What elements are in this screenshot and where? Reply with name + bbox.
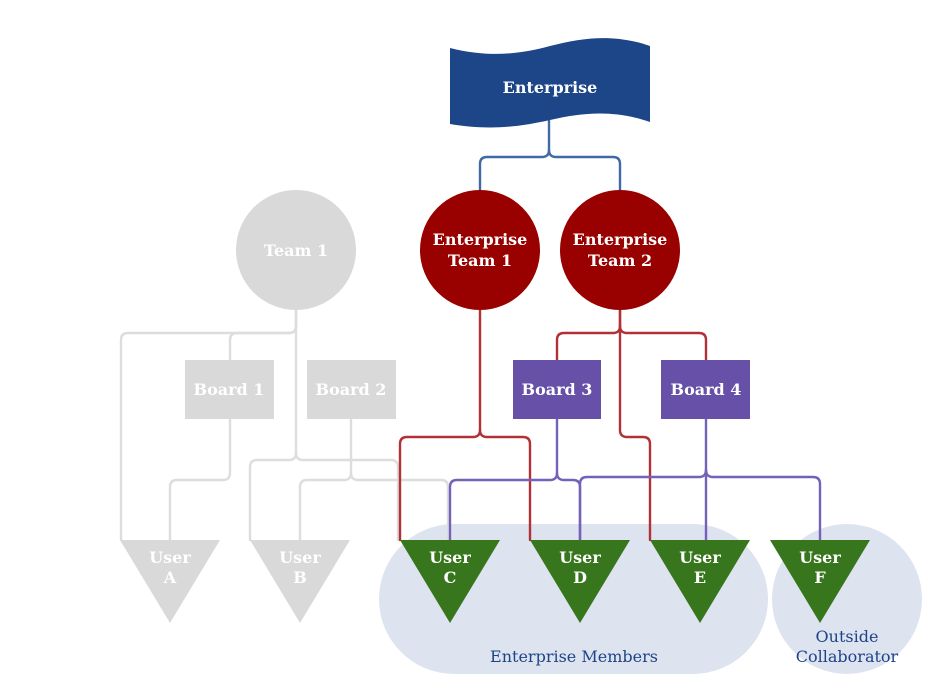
user-b-node[interactable]: User B <box>250 540 350 623</box>
enterprise-members-label: Enterprise Members <box>490 647 658 666</box>
edge-team1-user-c <box>294 451 400 542</box>
enterprise-node[interactable]: Enterprise <box>450 38 650 128</box>
user-d-label-line1: User <box>559 548 601 567</box>
edge-ent-team1-user-c <box>398 308 482 542</box>
edge-board2-user-c <box>349 471 450 542</box>
edge-enterprise-team1 <box>478 118 551 197</box>
outside-collaborator-label-line2: Collaborator <box>796 647 899 666</box>
board4-rect <box>661 360 750 419</box>
user-a-triangle <box>120 540 220 623</box>
user-b-label-line2: B <box>293 568 307 587</box>
edge-team1-user-b <box>248 308 298 542</box>
user-d-triangle <box>530 540 630 623</box>
team1-node[interactable]: Team 1 <box>236 190 356 310</box>
user-c-label-line2: C <box>444 568 457 587</box>
team1-circle <box>236 190 356 310</box>
inactive-edges <box>119 308 450 542</box>
enterprise-team2-label-line2: Team 2 <box>588 251 652 270</box>
enterprise-label: Enterprise <box>503 78 598 97</box>
edge-ent-team2-board4 <box>618 324 708 362</box>
user-e-node[interactable]: User E <box>650 540 750 623</box>
edge-board2-user-b <box>298 417 353 542</box>
user-a-label-line1: User <box>149 548 191 567</box>
user-d-node[interactable]: User D <box>530 540 630 623</box>
user-a-label-line2: A <box>163 568 177 587</box>
board3-label: Board 3 <box>522 380 593 399</box>
enterprise-banner-shape <box>450 38 650 128</box>
user-c-label-line1: User <box>429 548 471 567</box>
board4-node[interactable]: Board 4 <box>661 360 750 419</box>
edge-board1-user-a <box>168 417 232 542</box>
edge-board4-user-f <box>704 468 822 542</box>
edge-enterprise-team2 <box>547 148 622 197</box>
edge-ent-team2-user-e <box>618 308 652 542</box>
board1-label: Board 1 <box>194 380 265 399</box>
edge-ent-team2-board3 <box>555 308 622 362</box>
board2-rect <box>307 360 396 419</box>
enterprise-team2-circle <box>560 190 680 310</box>
enterprise-team1-circle <box>420 190 540 310</box>
user-e-label-line2: E <box>694 568 706 587</box>
edge-team1-user-a <box>119 308 298 542</box>
outside-collaborator-label-line1: Outside <box>816 627 879 646</box>
user-a-node[interactable]: User A <box>120 540 220 623</box>
enterprise-team1-label-line1: Enterprise <box>433 230 528 249</box>
board2-label: Board 2 <box>316 380 387 399</box>
board3-rect <box>513 360 601 419</box>
enterprise-team2-label-line1: Enterprise <box>573 230 668 249</box>
user-c-node[interactable]: User C <box>400 540 500 623</box>
edge-team1-board1 <box>228 308 298 362</box>
user-f-triangle <box>770 540 870 623</box>
enterprise-team1-node[interactable]: Enterprise Team 1 <box>420 190 540 310</box>
board3-node[interactable]: Board 3 <box>513 360 601 419</box>
user-b-triangle <box>250 540 350 623</box>
user-e-triangle <box>650 540 750 623</box>
user-f-label-line1: User <box>799 548 841 567</box>
enterprise-team2-node[interactable]: Enterprise Team 2 <box>560 190 680 310</box>
board1-node[interactable]: Board 1 <box>185 360 274 419</box>
enterprise-team1-label-line2: Team 1 <box>448 251 512 270</box>
user-f-node[interactable]: User F <box>770 540 870 623</box>
board1-rect <box>185 360 274 419</box>
user-b-label-line1: User <box>279 548 321 567</box>
board2-node[interactable]: Board 2 <box>307 360 396 419</box>
team1-label: Team 1 <box>264 241 328 260</box>
board4-label: Board 4 <box>671 380 742 399</box>
user-c-triangle <box>400 540 500 623</box>
user-d-label-line2: D <box>573 568 587 587</box>
edge-ent-team1-user-d <box>478 428 532 542</box>
user-e-label-line1: User <box>679 548 721 567</box>
user-f-label-line2: F <box>814 568 826 587</box>
